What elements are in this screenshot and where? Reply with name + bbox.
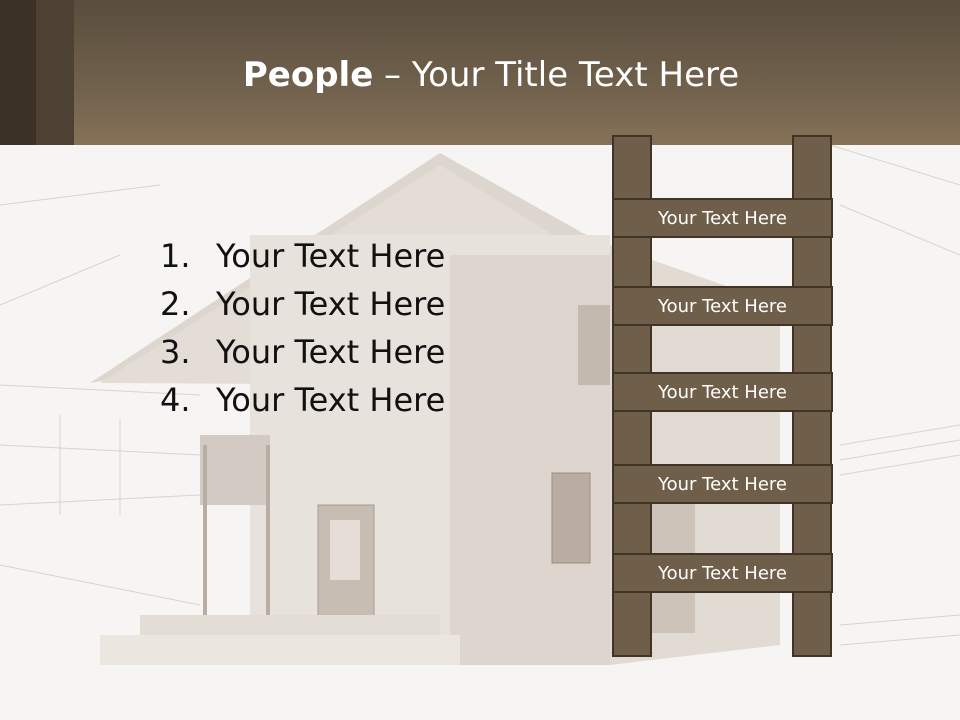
list-item: 4. Your Text Here xyxy=(160,376,445,424)
numbered-list: 1. Your Text Here 2. Your Text Here 3. Your… xyxy=(160,232,445,424)
header-accent-band xyxy=(36,0,74,145)
ladder-rung-5: Your Text Here xyxy=(612,553,833,593)
ladder-rung-4: Your Text Here xyxy=(612,464,833,504)
list-text: Your Text Here xyxy=(216,333,446,371)
slide-title: People – Your Title Text Here xyxy=(0,52,960,98)
ladder-rung-3: Your Text Here xyxy=(612,372,833,412)
list-text: Your Text Here xyxy=(216,285,446,323)
list-item: 2. Your Text Here xyxy=(160,280,445,328)
list-item: 1. Your Text Here xyxy=(160,232,445,280)
list-item: 3. Your Text Here xyxy=(160,328,445,376)
title-bold-part: People xyxy=(242,55,374,95)
list-number: 1. xyxy=(160,237,191,275)
ladder-rung-2: Your Text Here xyxy=(612,286,833,326)
list-number: 3. xyxy=(160,333,191,371)
header-accent-band-dark xyxy=(0,0,36,145)
list-number: 2. xyxy=(160,285,191,323)
list-number: 4. xyxy=(160,381,191,419)
list-text: Your Text Here xyxy=(216,237,446,275)
ladder-rung-1: Your Text Here xyxy=(612,198,833,238)
list-text: Your Text Here xyxy=(216,381,446,419)
title-bar: People – Your Title Text Here xyxy=(0,0,960,145)
title-regular-part: – Your Title Text Here xyxy=(373,55,740,95)
